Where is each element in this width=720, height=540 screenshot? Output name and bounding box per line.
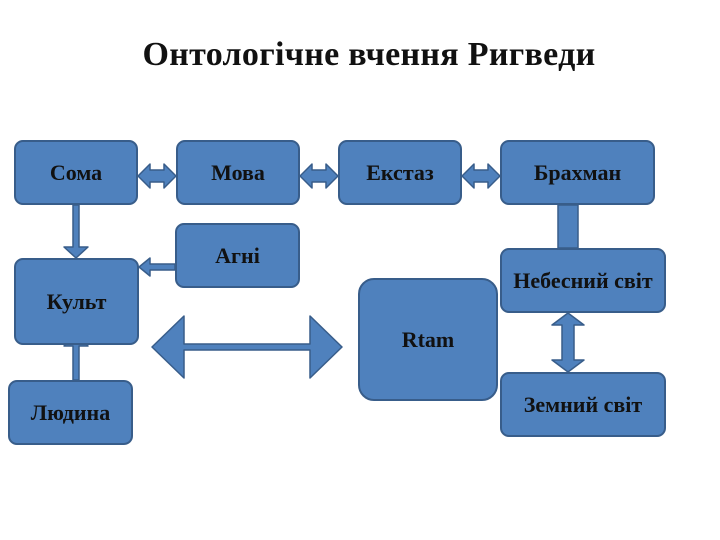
node-ekstaz: Екстаз [338, 140, 462, 205]
edge-brahman-nebesnyi [557, 204, 579, 249]
node-zemnyi-svit: Земний світ [500, 372, 666, 437]
node-soma: Сома [14, 140, 138, 205]
node-rtam: Rtam [358, 278, 498, 401]
node-mova: Мова [176, 140, 300, 205]
edge-soma-kult [63, 204, 89, 259]
node-agni: Агні [175, 223, 300, 288]
diagram-title: Онтологічне вчення Ригведи [142, 36, 596, 73]
edge-nebesnyi-zemnyi [551, 312, 585, 373]
edge-agni-kult [138, 257, 176, 277]
node-kult: Культ [14, 258, 139, 345]
node-brahman: Брахман [500, 140, 655, 205]
node-nebesnyi-svit: Небесний світ [500, 248, 666, 313]
edge-kult-rtam [151, 315, 343, 379]
edge-soma-mova [137, 163, 177, 189]
edge-mova-ekstaz [299, 163, 339, 189]
edge-ekstaz-brahman [461, 163, 501, 189]
node-lyudyna: Людина [8, 380, 133, 445]
